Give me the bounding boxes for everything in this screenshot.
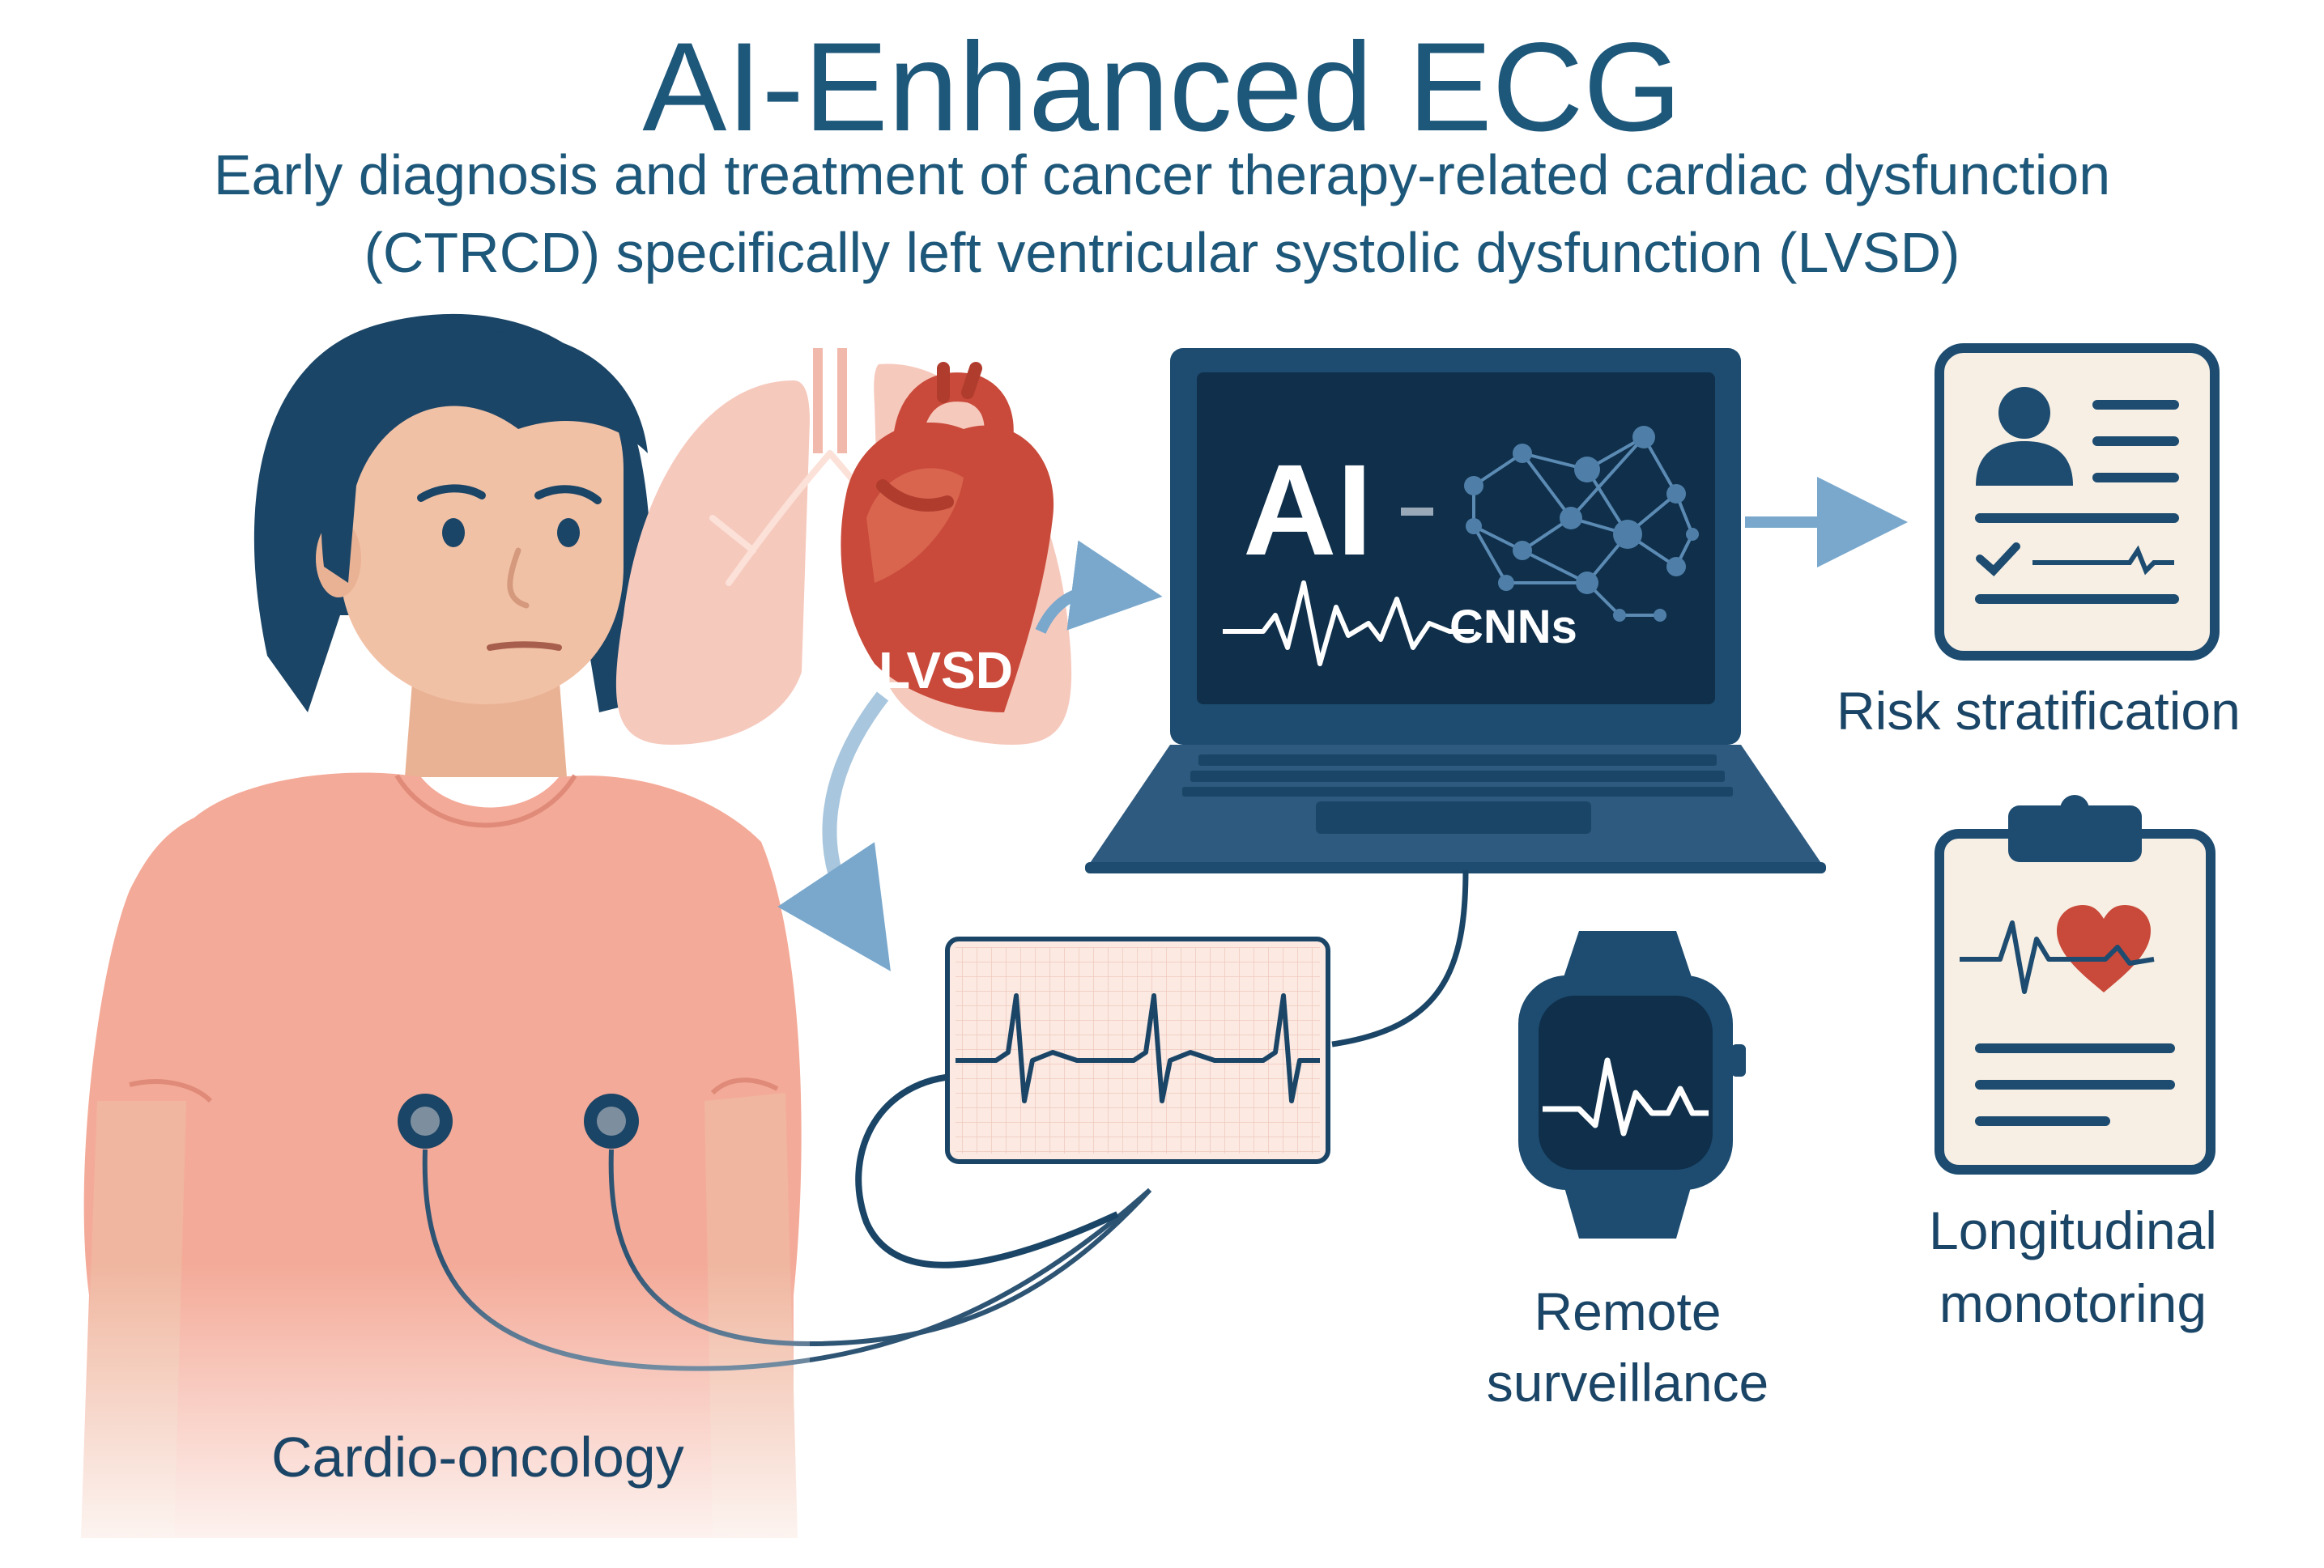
electrode-right <box>584 1094 639 1149</box>
cardio-oncology-label: Cardio-oncology <box>271 1426 684 1489</box>
laptop-cable <box>1331 869 1469 1047</box>
nose <box>507 547 530 609</box>
shirt-collar <box>394 774 577 828</box>
remote-surveillance-label-line-1: Remote <box>1534 1281 1722 1341</box>
clipboard-heart <box>2057 905 2151 992</box>
clipboard-heart-icon <box>1935 795 2215 1175</box>
page-title: AI-Enhanced ECG <box>642 17 1682 158</box>
laptop-front-edge <box>1085 862 1826 873</box>
record-lines <box>1975 400 2179 604</box>
mouth <box>487 641 562 651</box>
lung-left <box>615 380 810 745</box>
neural-nodes <box>1464 426 1699 622</box>
watch-crown <box>1731 1044 1746 1077</box>
patient-record-icon <box>1935 343 2220 661</box>
electrode-wire-right <box>608 1149 1152 1347</box>
watch-strap-bottom <box>1563 1182 1692 1239</box>
watch-ecg-trace <box>1543 1057 1709 1137</box>
eye-left <box>442 518 465 547</box>
clipboard-lines <box>1975 1043 2175 1126</box>
woman-patient-illustration <box>65 313 1152 1538</box>
ecg-monitor-icon <box>945 937 1330 1164</box>
heart-icon <box>841 362 1054 712</box>
laptop-keyboard <box>1182 754 1733 797</box>
laptop-ai-label: AI <box>1243 437 1373 582</box>
subtitle-line-2: (CTRCD) specifically left ventricular sy… <box>364 221 1960 284</box>
watch-screen <box>1539 996 1713 1170</box>
watch-strap-top <box>1563 931 1692 979</box>
laptop-touchpad <box>1316 801 1591 834</box>
longitudinal-monitoring-label-line-2: monotoring <box>1939 1273 2207 1333</box>
clipboard-ecg-trace <box>1960 920 2155 994</box>
ecg-monitor-trace <box>956 993 1320 1103</box>
smartwatch-icon <box>1518 931 1746 1239</box>
record-avatar-head <box>1998 387 2050 439</box>
sleeve-seam-right <box>710 1077 779 1095</box>
subtitle-line-1: Early diagnosis and treatment of cancer … <box>213 143 2111 206</box>
hair-fringe <box>321 331 648 583</box>
arrow-heart-to-ecg <box>777 691 891 971</box>
clipboard-clip <box>2008 805 2142 862</box>
record-frame <box>1935 343 2220 661</box>
arrows <box>777 477 1908 971</box>
record-check-icon <box>1976 542 2020 576</box>
laptop-cnn-label: CNNs <box>1449 601 1577 653</box>
face <box>340 348 624 704</box>
heart-label: LVSD <box>879 641 1013 699</box>
heart-vessels <box>876 362 982 512</box>
sleeve-seam-left <box>129 1079 213 1103</box>
longitudinal-monitoring-label-line-1: Longitudinal <box>1929 1200 2217 1260</box>
arrow-heart-to-laptop <box>1035 540 1163 635</box>
risk-stratification-label: Risk stratification <box>1837 681 2241 741</box>
record-mini-trace <box>2032 545 2174 576</box>
bottom-fade <box>65 1263 810 1538</box>
electrode-left <box>398 1094 453 1149</box>
laptop-icon <box>1085 348 1826 873</box>
ecg-cable-loop <box>855 1073 1119 1268</box>
clipboard-clip-hole <box>2060 795 2089 824</box>
ecg-monitor-grid <box>956 947 1320 1154</box>
eyebrow-right <box>534 485 602 504</box>
remote-surveillance-label-line-2: surveillance <box>1486 1353 1769 1413</box>
record-avatar-body <box>1976 441 2073 486</box>
trachea <box>813 348 847 453</box>
eyebrow-left <box>417 484 486 502</box>
laptop-screen <box>1197 372 1715 704</box>
eye-right <box>557 518 580 547</box>
ecg-waveform-icon <box>1223 580 1474 666</box>
